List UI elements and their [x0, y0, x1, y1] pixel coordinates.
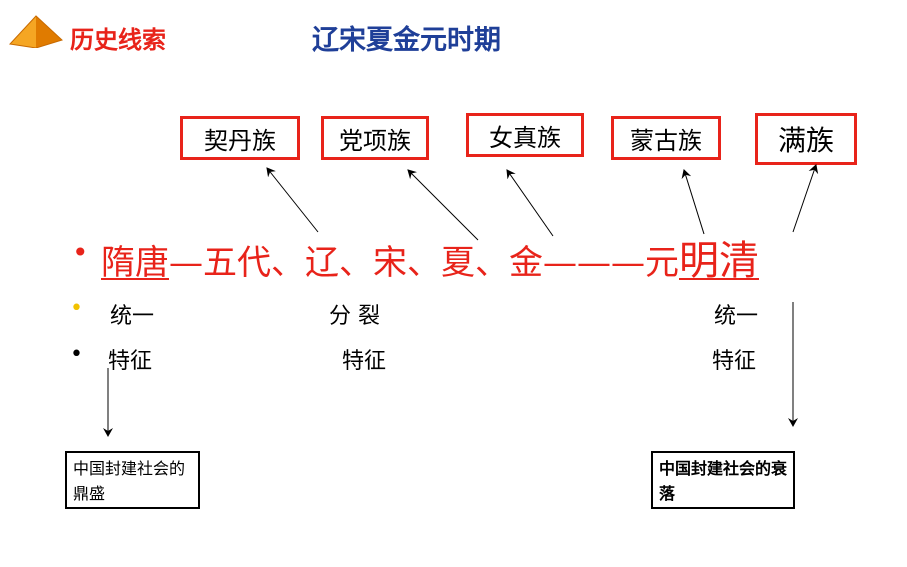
- ethnic-box-tangut: 党项族: [321, 116, 429, 160]
- bullet-black: •: [70, 342, 83, 367]
- arrow-yuan-to-mongol: [681, 169, 705, 235]
- note-box-decline: 中国封建社会的衰落: [651, 451, 795, 509]
- period-middle: 五代、辽、宋、夏、金: [203, 243, 543, 283]
- ethnic-box-khitan: 契丹族: [180, 116, 300, 160]
- ethnic-box-jurchen: 女真族: [466, 113, 584, 157]
- ethnic-box-manchu: 满族: [755, 113, 857, 165]
- period-sui-tang: 隋唐: [101, 243, 169, 283]
- arrow-qing-to-manchu: [792, 164, 819, 233]
- arrow-jin-to-jurchen: [506, 169, 554, 237]
- label-feature-left: 特征: [108, 349, 153, 374]
- period-yuan: 元: [645, 243, 679, 283]
- page-title: 辽宋夏金元时期: [312, 25, 501, 56]
- label-split: 分 裂: [329, 304, 380, 329]
- dynasty-timeline: 隋唐 — 五代、辽、宋、夏、金 ——— 元 明清: [101, 228, 759, 284]
- label-unify-right: 统一: [714, 304, 759, 329]
- arrow-liao-to-khitan: [266, 167, 319, 233]
- bullet-yellow: •: [70, 296, 83, 321]
- section-title: 历史线索: [70, 26, 166, 54]
- period-ming-qing: 明清: [679, 238, 759, 284]
- pyramid-icon: [8, 15, 63, 48]
- timeline-dash-1: —: [169, 243, 203, 283]
- arrow-xia-to-tangut: [407, 169, 479, 241]
- label-feature-mid: 特征: [342, 349, 387, 374]
- note-box-prosperity: 中国封建社会的鼎盛: [65, 451, 200, 509]
- ethnic-box-mongol: 蒙古族: [611, 116, 721, 160]
- label-unify-left: 统一: [110, 304, 155, 329]
- timeline-dash-2: ———: [543, 243, 645, 283]
- label-feature-right: 特征: [712, 349, 757, 374]
- timeline-bullet: •: [72, 236, 89, 269]
